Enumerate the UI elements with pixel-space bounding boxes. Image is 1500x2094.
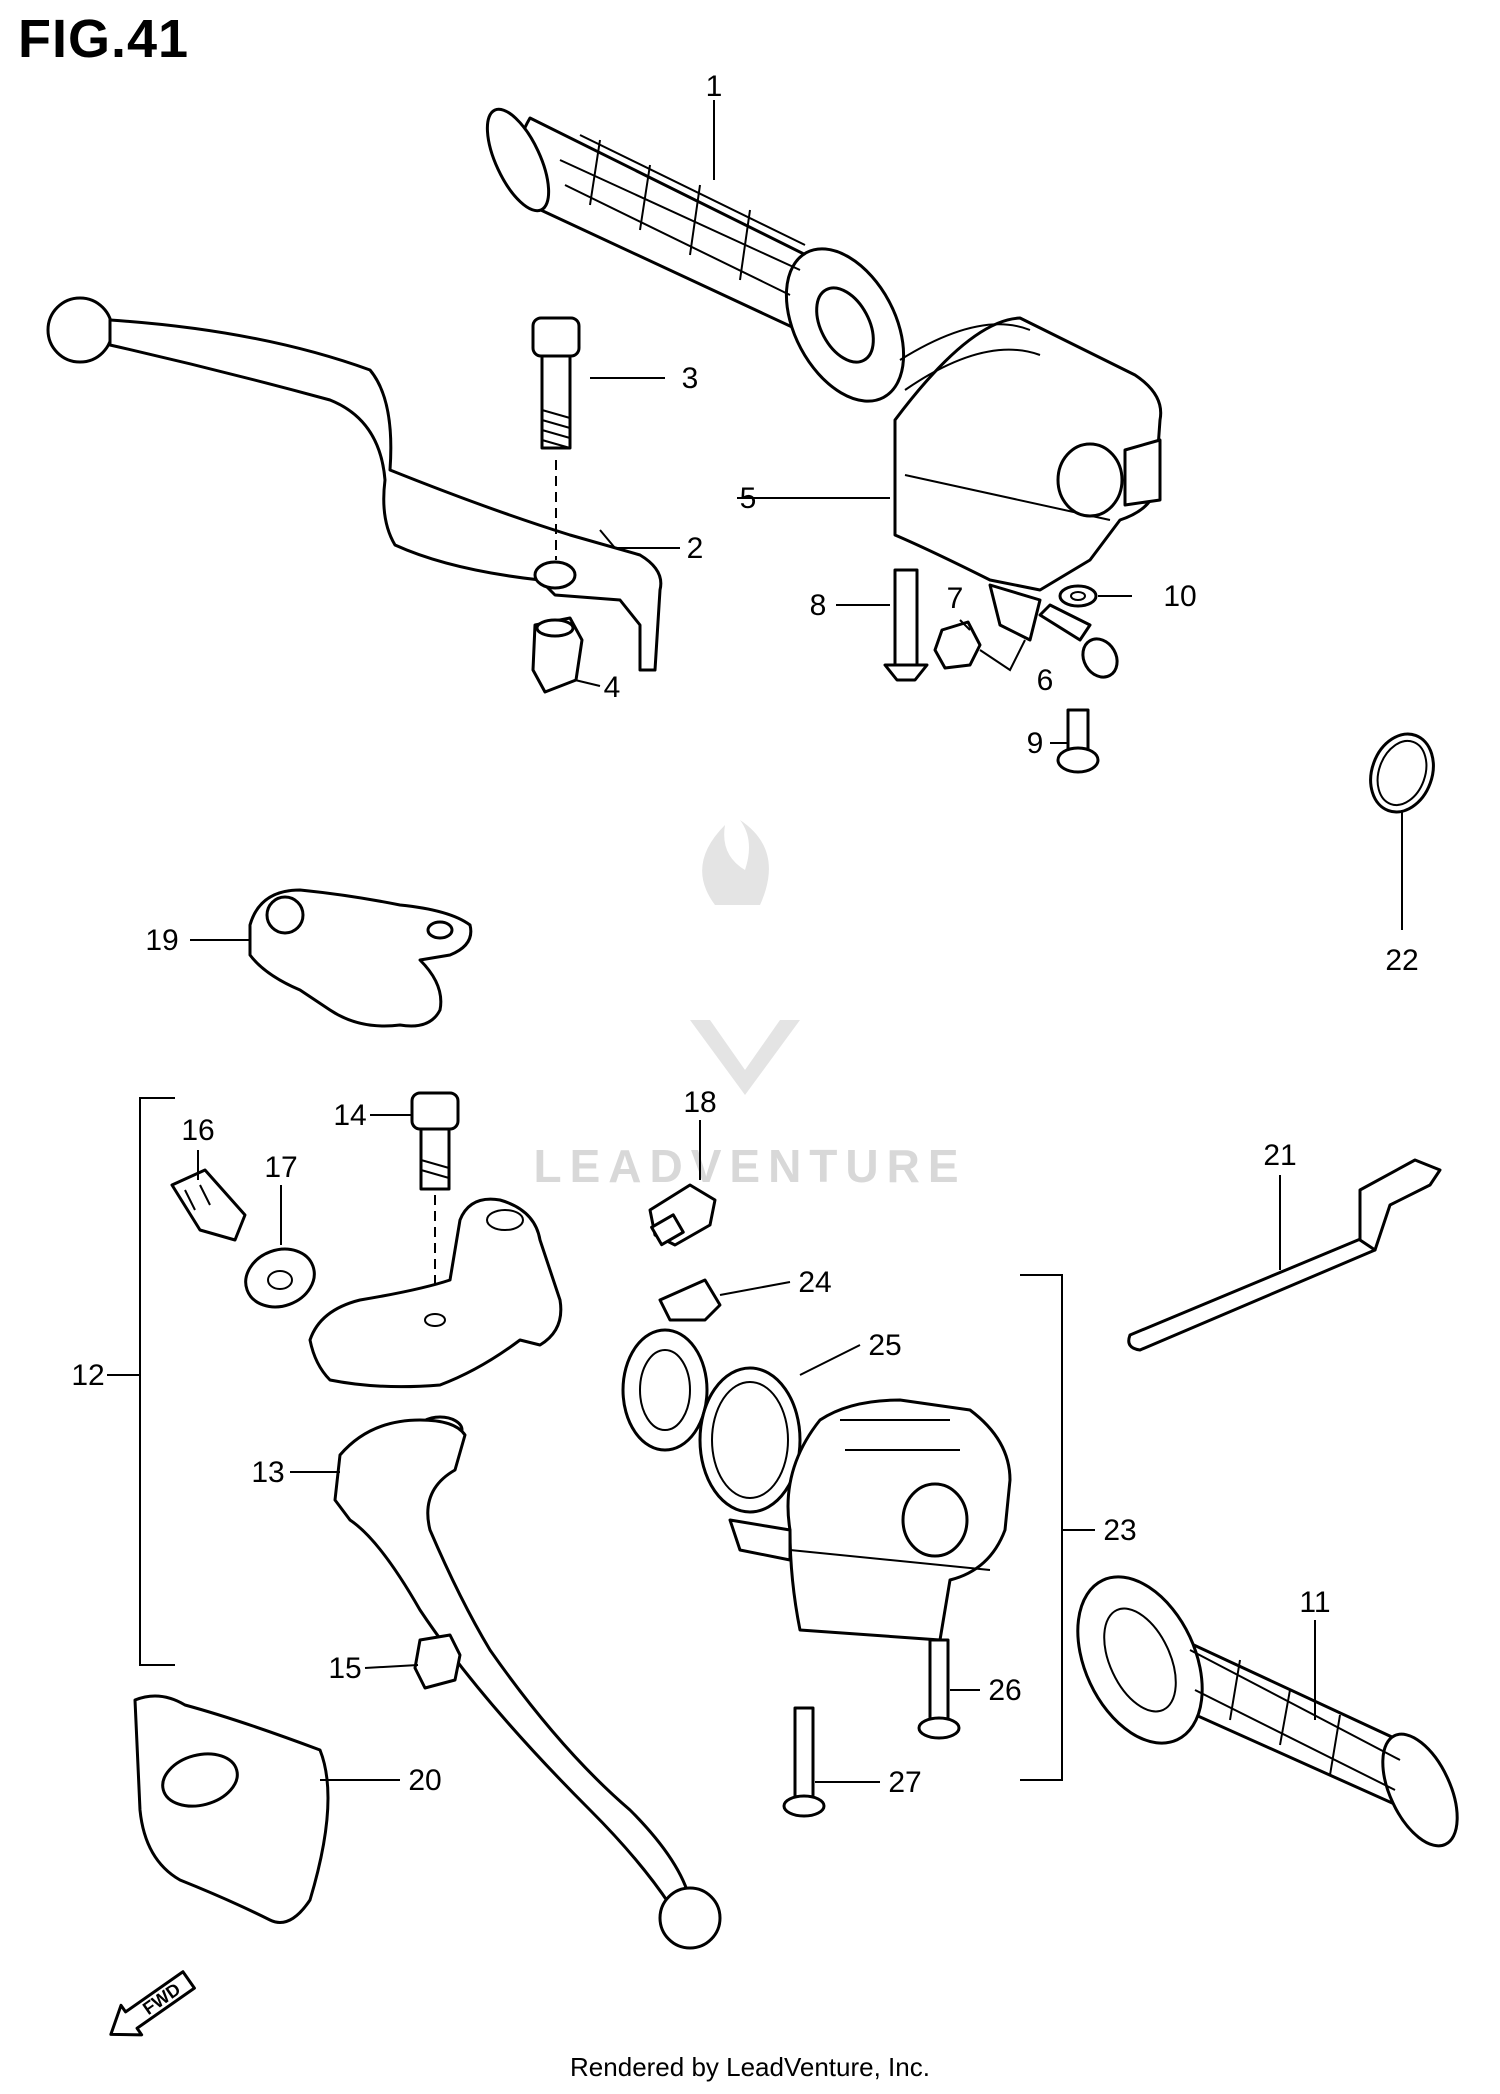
callout-27: 27 bbox=[888, 1766, 921, 1799]
part-1-grip bbox=[485, 107, 906, 403]
callout-25: 25 bbox=[868, 1329, 901, 1362]
callout-15: 15 bbox=[328, 1652, 361, 1685]
bracket-12 bbox=[139, 1097, 175, 1666]
part-17-locknut bbox=[244, 1247, 316, 1309]
callout-24: 24 bbox=[798, 1266, 831, 1299]
part-8-screw bbox=[883, 568, 929, 682]
part-13-lever bbox=[333, 1415, 722, 1950]
figure-title: FIG.41 bbox=[18, 9, 190, 69]
callout-1: 1 bbox=[706, 70, 723, 103]
part-27-screw bbox=[782, 1706, 826, 1818]
part-21-tie bbox=[1127, 1158, 1442, 1352]
callout-18: 18 bbox=[683, 1086, 716, 1119]
part-3-bolt bbox=[531, 316, 581, 560]
callout-11: 11 bbox=[1299, 1586, 1330, 1619]
part-22-ring bbox=[1369, 732, 1435, 814]
part-25-ring bbox=[621, 1328, 802, 1514]
callout-3: 3 bbox=[682, 362, 699, 395]
part-14-bolt bbox=[410, 1091, 460, 1285]
part-7-nut bbox=[933, 620, 982, 670]
callout-9: 9 bbox=[1027, 727, 1044, 760]
callout-23: 23 bbox=[1103, 1514, 1136, 1547]
callout-7: 7 bbox=[947, 582, 964, 615]
callout-numbers: 1 2 3 4 5 6 7 8 9 10 11 12 13 14 15 16 1… bbox=[71, 70, 1418, 1799]
callout-19: 19 bbox=[145, 924, 178, 957]
part-15-nut bbox=[413, 1633, 462, 1690]
part-23-switch-housing bbox=[728, 1398, 1012, 1642]
part-26-screw bbox=[917, 1638, 961, 1740]
part-12-holder bbox=[308, 1197, 563, 1389]
leader-lines bbox=[107, 100, 1403, 1783]
part-2-lever bbox=[46, 296, 663, 672]
part-20-cover bbox=[133, 1694, 330, 1924]
watermark-text: LEADVENTURE bbox=[533, 1140, 966, 1192]
part-10-washer bbox=[1058, 584, 1098, 608]
callout-26: 26 bbox=[988, 1674, 1021, 1707]
part-18-screw bbox=[648, 1183, 717, 1247]
callout-4: 4 bbox=[604, 671, 621, 704]
callout-22: 22 bbox=[1385, 944, 1418, 977]
part-19-bracket bbox=[248, 888, 473, 1028]
callout-6: 6 bbox=[1037, 664, 1054, 697]
callout-8: 8 bbox=[810, 589, 827, 622]
part-9-screw bbox=[1056, 708, 1100, 774]
callout-17: 17 bbox=[264, 1151, 297, 1184]
footer-credit: Rendered by LeadVenture, Inc. bbox=[570, 2052, 930, 2082]
part-16-adjuster bbox=[170, 1168, 247, 1242]
callout-21: 21 bbox=[1263, 1139, 1296, 1172]
callout-10: 10 bbox=[1163, 580, 1196, 613]
part-4-nut bbox=[531, 616, 584, 694]
fwd-arrow-icon: FWD bbox=[109, 1970, 196, 2037]
bracket-23 bbox=[1020, 1274, 1063, 1781]
callout-12: 12 bbox=[71, 1359, 104, 1392]
callout-14: 14 bbox=[333, 1099, 366, 1132]
part-11-grip bbox=[1076, 1575, 1459, 1848]
part-6-screw bbox=[1038, 603, 1119, 679]
callout-13: 13 bbox=[251, 1456, 284, 1489]
callout-5: 5 bbox=[740, 482, 757, 515]
watermark: LEADVENTURE bbox=[533, 820, 966, 1192]
callout-20: 20 bbox=[408, 1764, 441, 1797]
part-24-clamp bbox=[658, 1278, 722, 1322]
part-5-switch-housing bbox=[893, 316, 1163, 642]
callout-16: 16 bbox=[181, 1114, 214, 1147]
callout-2: 2 bbox=[687, 532, 704, 565]
